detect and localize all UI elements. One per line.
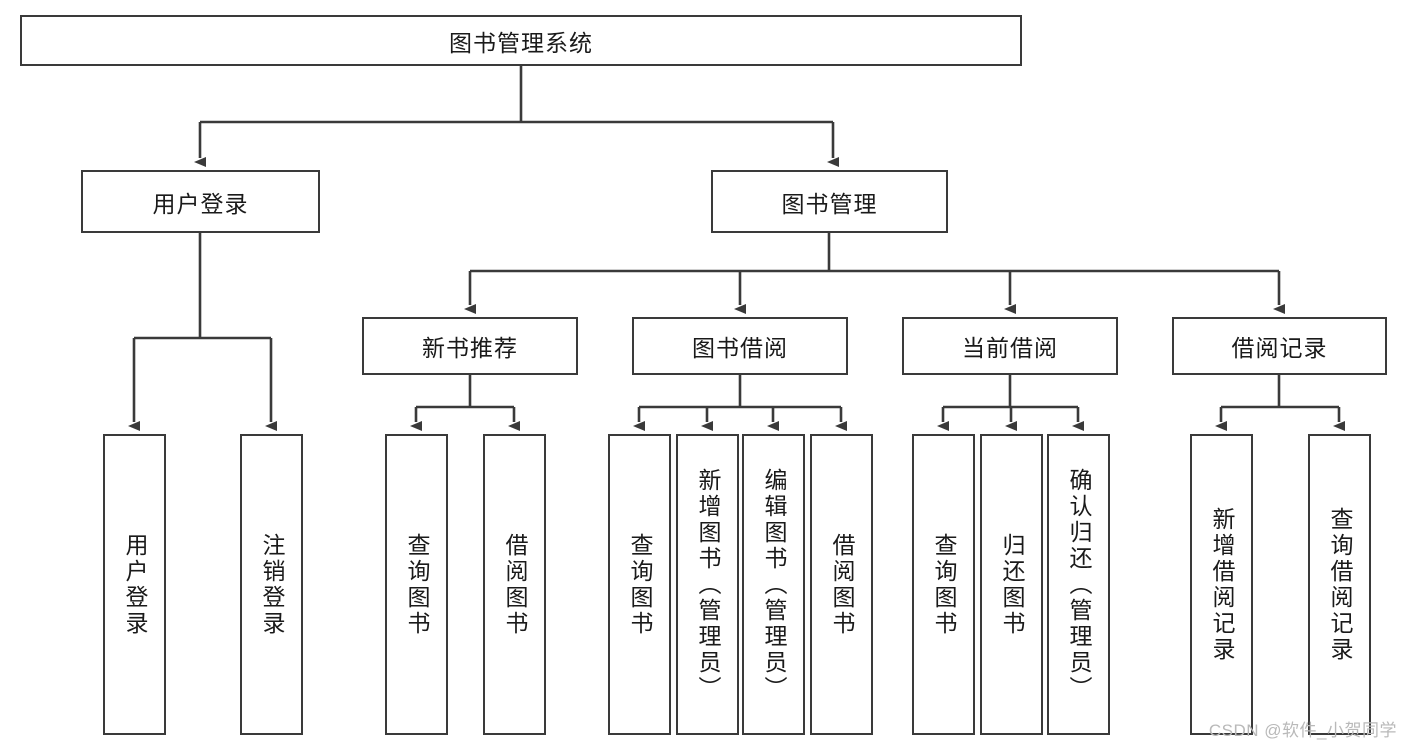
node-label: 用户登录: [152, 190, 249, 217]
node-leaf-1[interactable]: 注销登录: [240, 434, 303, 735]
node-leaf-5[interactable]: 新增图书（管理员）: [676, 434, 739, 735]
node-label: 新增图书（管理员）: [695, 467, 721, 702]
node-label: 图书借阅: [692, 335, 788, 361]
node-label: 当前借阅: [962, 335, 1058, 361]
watermark: CSDN @软件_小贺同学: [1208, 721, 1397, 740]
node-level3-0[interactable]: 新书推荐: [362, 317, 578, 375]
node-leaf-7[interactable]: 借阅图书: [810, 434, 873, 735]
node-label: 编辑图书（管理员）: [761, 467, 787, 702]
node-level2-0[interactable]: 用户登录: [81, 170, 320, 233]
node-leaf-2[interactable]: 查询图书: [385, 434, 448, 735]
node-label: 借阅图书: [502, 532, 528, 637]
node-label: 确认归还（管理员）: [1066, 467, 1092, 702]
node-level3-3[interactable]: 借阅记录: [1172, 317, 1387, 375]
node-leaf-0[interactable]: 用户登录: [103, 434, 166, 735]
node-label: 新书推荐: [422, 335, 518, 361]
node-label: 注销登录: [259, 532, 285, 637]
node-label: 借阅记录: [1231, 335, 1328, 361]
node-label: 查询借阅记录: [1327, 506, 1353, 663]
node-leaf-3[interactable]: 借阅图书: [483, 434, 546, 735]
node-label: 查询图书: [931, 532, 957, 637]
node-root-图书管理系统[interactable]: 图书管理系统: [20, 15, 1022, 66]
node-leaf-11[interactable]: 新增借阅记录: [1190, 434, 1253, 735]
node-leaf-9[interactable]: 归还图书: [980, 434, 1043, 735]
node-leaf-8[interactable]: 查询图书: [912, 434, 975, 735]
node-level3-2[interactable]: 当前借阅: [902, 317, 1118, 375]
node-level2-1[interactable]: 图书管理: [711, 170, 948, 233]
node-label: 查询图书: [627, 532, 653, 637]
node-leaf-4[interactable]: 查询图书: [608, 434, 671, 735]
node-label: 用户登录: [122, 532, 148, 637]
node-leaf-10[interactable]: 确认归还（管理员）: [1047, 434, 1110, 735]
node-label: 图书管理系统: [449, 29, 593, 56]
node-level3-1[interactable]: 图书借阅: [632, 317, 848, 375]
node-label: 归还图书: [999, 532, 1025, 637]
node-leaf-6[interactable]: 编辑图书（管理员）: [742, 434, 805, 735]
node-label: 查询图书: [404, 532, 430, 637]
node-label: 借阅图书: [829, 532, 855, 637]
node-label: 新增借阅记录: [1209, 506, 1235, 663]
node-label: 图书管理: [781, 190, 878, 217]
node-leaf-12[interactable]: 查询借阅记录: [1308, 434, 1371, 735]
